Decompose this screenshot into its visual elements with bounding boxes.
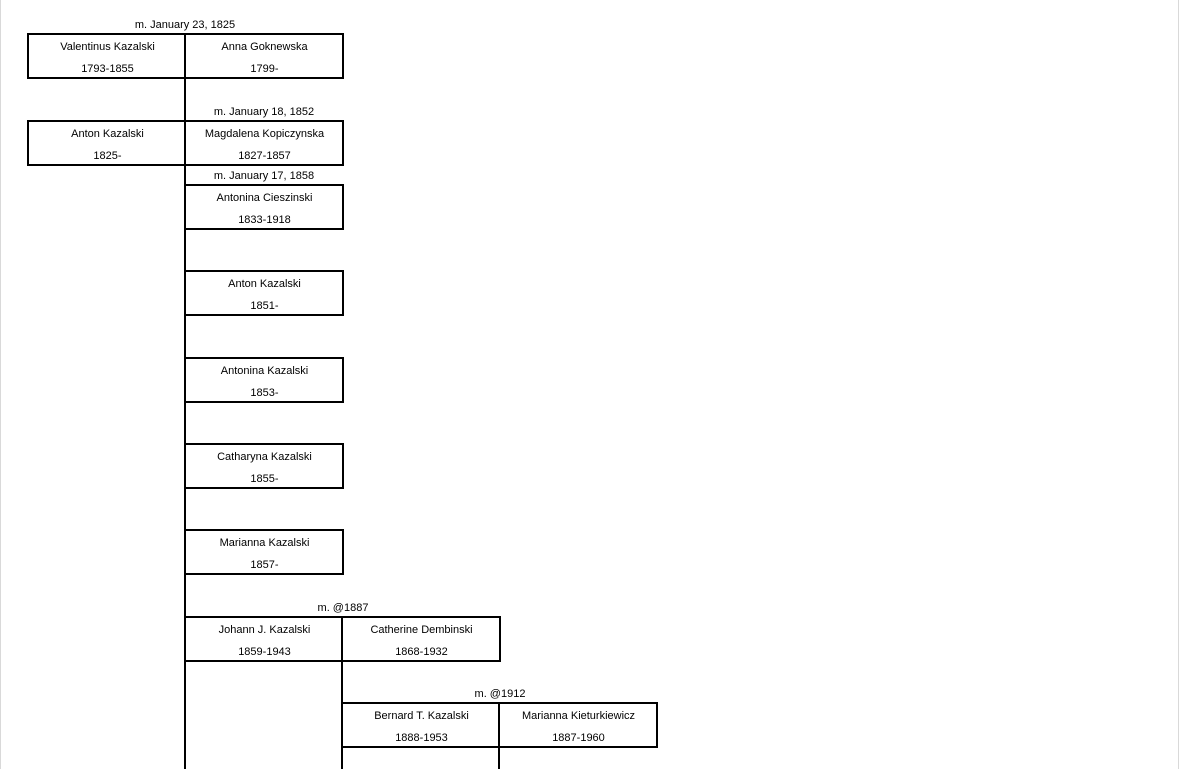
marriage-date-label: m. January 18, 1852 <box>213 106 315 118</box>
person-antonina-cieszinski[interactable]: Antonina Cieszinski 1833-1918 <box>186 186 343 230</box>
person-name: Antonina Cieszinski <box>216 192 313 204</box>
person-box-child[interactable] <box>184 357 344 403</box>
person-catharyna-kazalski[interactable]: Catharyna Kazalski 1855- <box>186 445 343 489</box>
person-dates: 1827-1857 <box>238 150 291 162</box>
person-dates: 1825- <box>93 150 122 162</box>
person-marianna-kieturkiewicz[interactable]: Marianna Kieturkiewicz 1887-1960 <box>500 704 657 748</box>
couple-divider <box>184 121 186 165</box>
person-name: Anna Goknewska <box>221 41 308 53</box>
person-dates: 1851- <box>250 300 279 312</box>
person-box-child[interactable] <box>184 443 344 489</box>
descent-connector <box>341 661 343 703</box>
descent-connector <box>498 747 500 769</box>
person-marianna-kazalski[interactable]: Marianna Kazalski 1857- <box>186 531 343 575</box>
person-dates: 1793-1855 <box>81 63 134 75</box>
person-name: Anton Kazalski <box>71 128 144 140</box>
person-name: Antonina Kazalski <box>220 365 309 377</box>
couple-divider <box>498 703 500 747</box>
person-anton-kazalski-1851[interactable]: Anton Kazalski 1851- <box>186 272 343 316</box>
person-anton-kazalski-1825[interactable]: Anton Kazalski 1825- <box>29 122 186 166</box>
descent-connector <box>184 165 186 769</box>
person-valentinus-kazalski[interactable]: Valentinus Kazalski 1793-1855 <box>29 35 186 79</box>
person-name: Marianna Kazalski <box>219 537 310 549</box>
person-name: Bernard T. Kazalski <box>374 710 469 722</box>
person-dates: 1888-1953 <box>395 732 448 744</box>
person-dates: 1853- <box>250 387 279 399</box>
couple-divider <box>341 617 343 661</box>
person-dates: 1833-1918 <box>238 214 291 226</box>
descent-connector <box>341 747 343 769</box>
person-bernard-kazalski[interactable]: Bernard T. Kazalski 1888-1953 <box>343 704 500 748</box>
marriage-date-label: m. @1887 <box>317 602 369 614</box>
marriage-date-label: m. @1912 <box>474 688 526 700</box>
page-right-edge <box>1178 0 1179 769</box>
couple-divider <box>184 34 186 78</box>
person-antonina-kazalski[interactable]: Antonina Kazalski 1853- <box>186 359 343 403</box>
person-magdalena-kopiczynska[interactable]: Magdalena Kopiczynska 1827-1857 <box>186 122 343 166</box>
person-box-child[interactable] <box>184 529 344 575</box>
page-left-edge <box>0 0 1 769</box>
person-dates: 1857- <box>250 559 279 571</box>
person-johann-kazalski[interactable]: Johann J. Kazalski 1859-1943 <box>186 618 343 662</box>
marriage-date-label: m. January 17, 1858 <box>213 170 315 182</box>
person-name: Anton Kazalski <box>228 278 301 290</box>
person-dates: 1855- <box>250 473 279 485</box>
person-name: Catherine Dembinski <box>370 624 473 636</box>
person-catherine-dembinski[interactable]: Catherine Dembinski 1868-1932 <box>343 618 500 662</box>
person-dates: 1859-1943 <box>238 646 291 658</box>
person-box-child[interactable] <box>184 270 344 316</box>
person-name: Magdalena Kopiczynska <box>204 128 325 140</box>
person-dates: 1868-1932 <box>395 646 448 658</box>
person-dates: 1887-1960 <box>552 732 605 744</box>
person-dates: 1799- <box>250 63 279 75</box>
person-anna-goknewska[interactable]: Anna Goknewska 1799- <box>186 35 343 79</box>
person-name: Catharyna Kazalski <box>217 451 312 463</box>
descent-connector <box>184 78 186 121</box>
marriage-date-label: m. January 23, 1825 <box>134 19 236 31</box>
person-name: Johann J. Kazalski <box>218 624 311 636</box>
person-name: Valentinus Kazalski <box>60 41 155 53</box>
person-name: Marianna Kieturkiewicz <box>521 710 636 722</box>
